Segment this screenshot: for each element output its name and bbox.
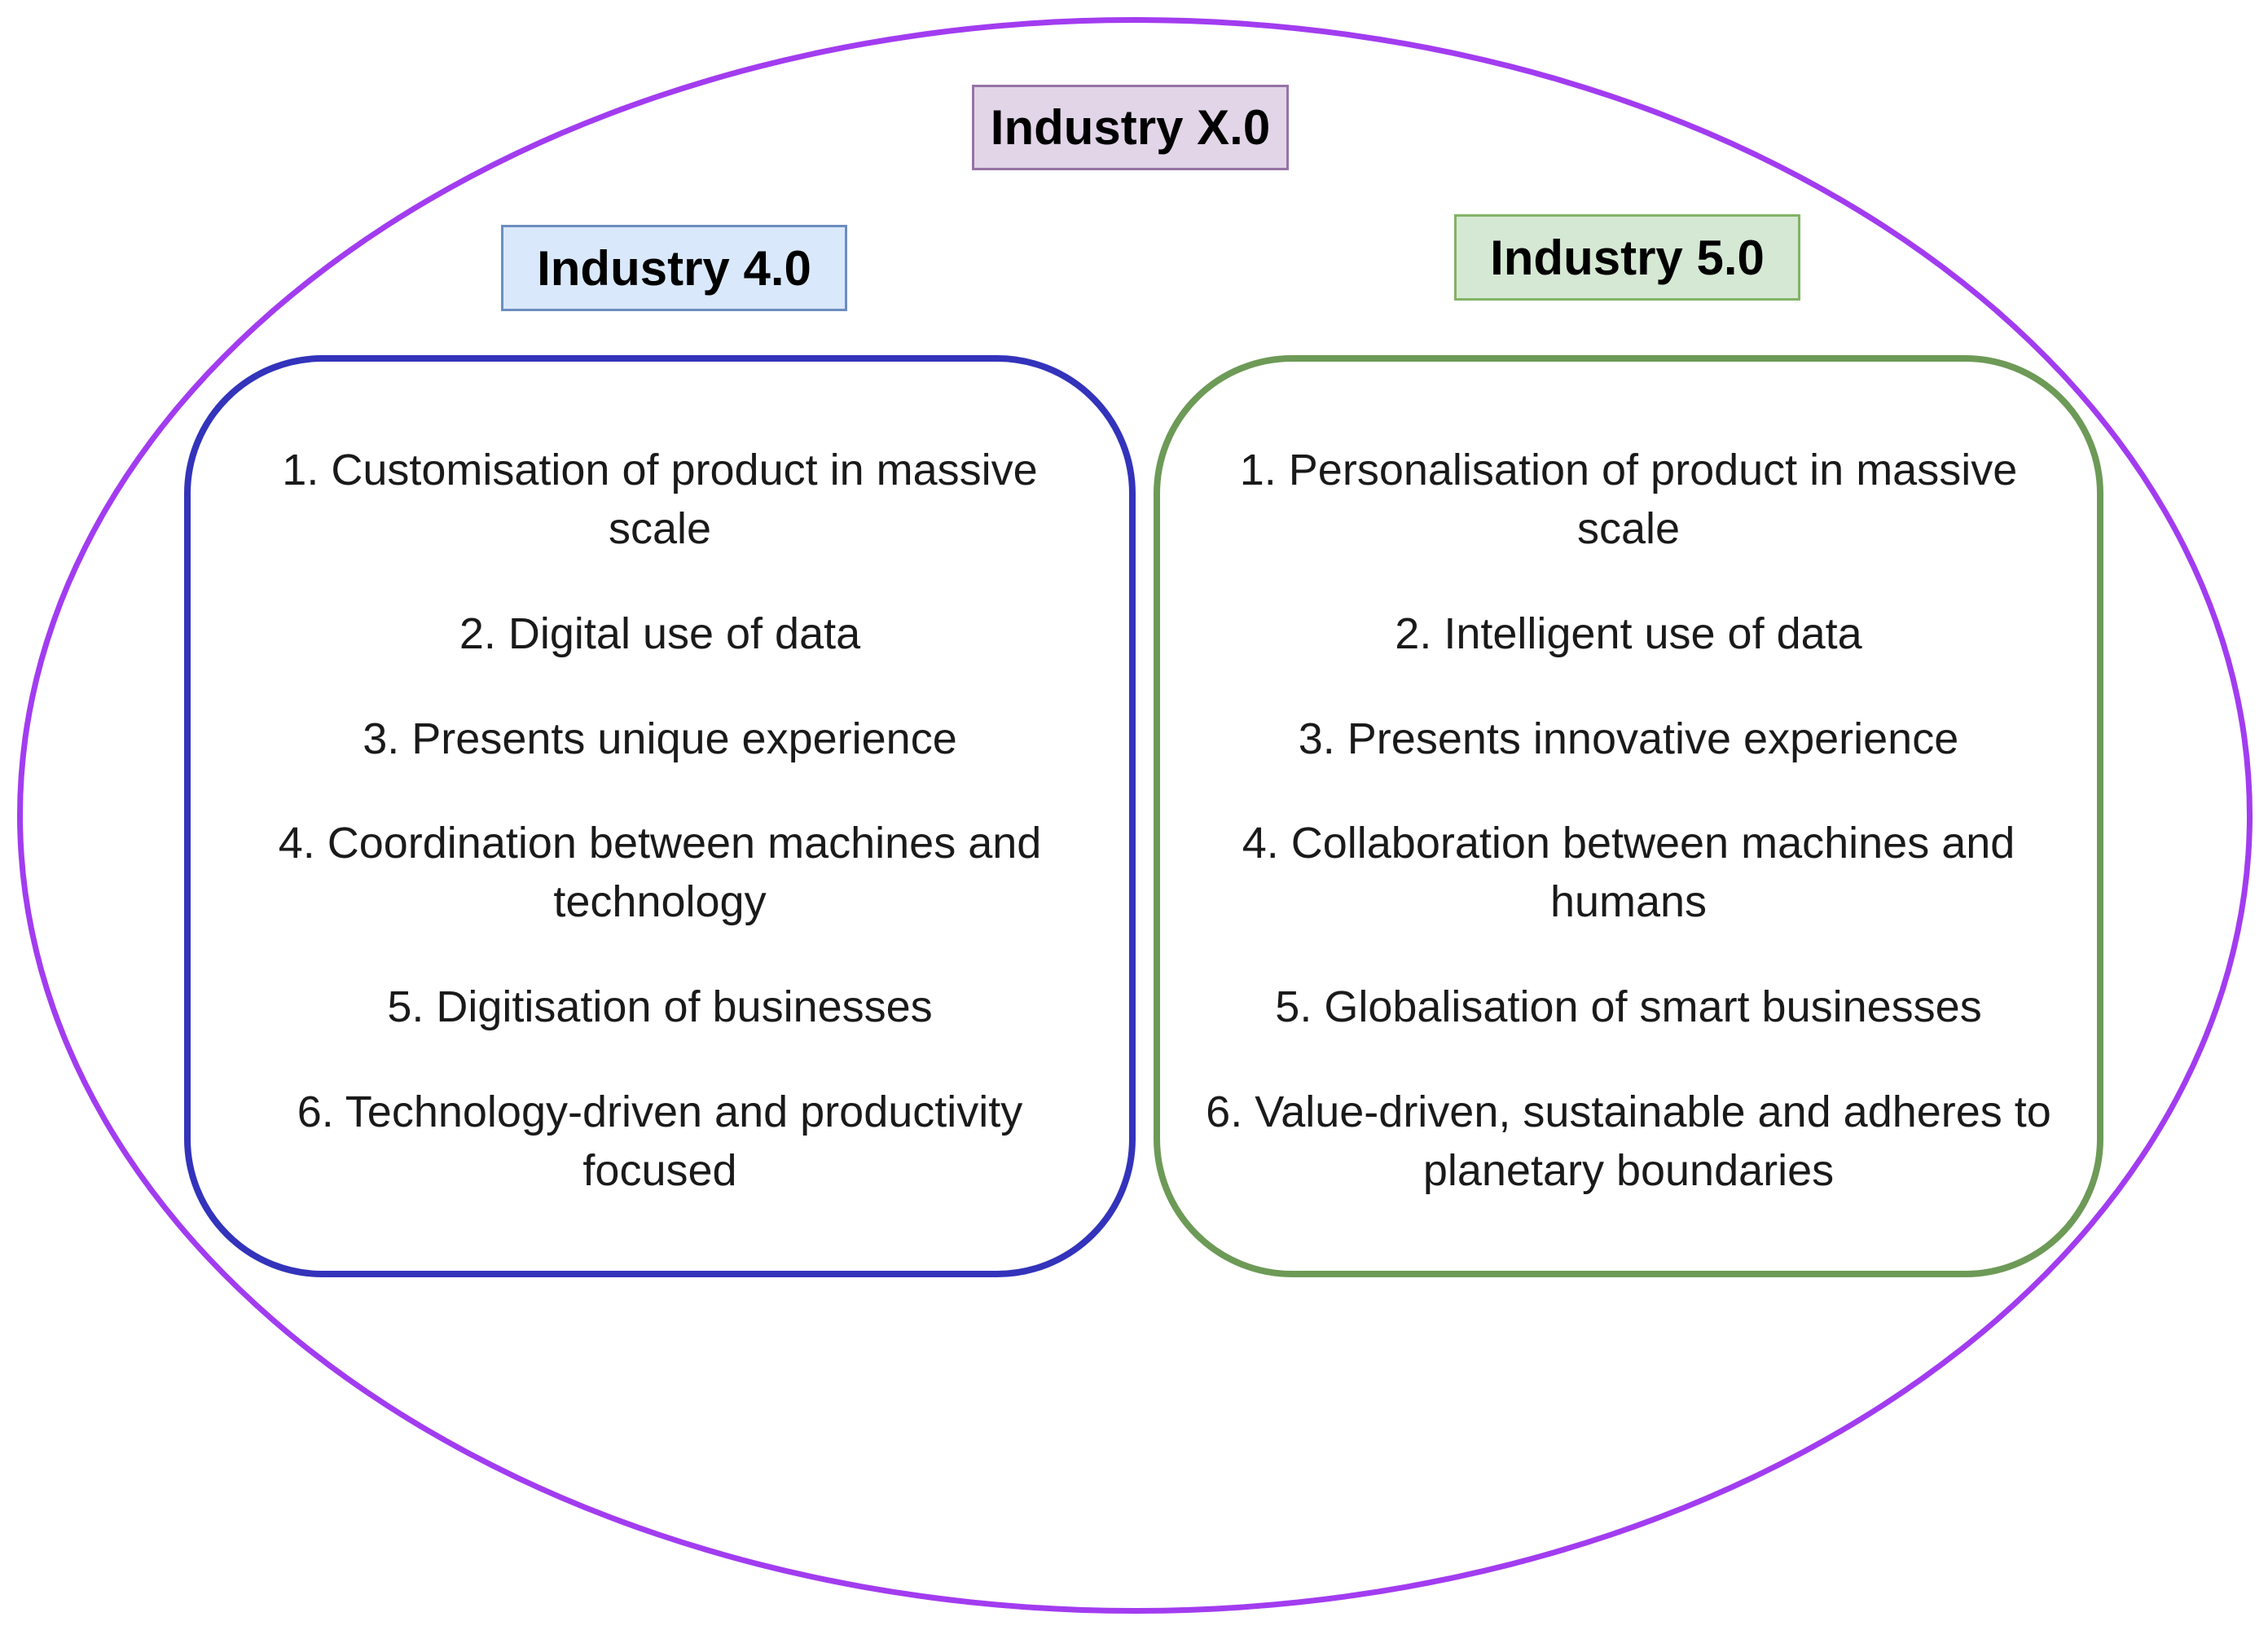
industry-5-panel: 1. Personalisation of product in massive… <box>1154 355 2103 1277</box>
industry-4-item: 2. Digital use of data <box>459 609 861 658</box>
industry-4-item: 1. Customisation of product in massive s… <box>282 445 1038 553</box>
industry-x-title: Industry X.0 <box>972 85 1289 170</box>
industry-4-item: 4. Coordination between machines and tec… <box>278 819 1042 927</box>
industry-5-item: 1. Personalisation of product in massive… <box>1239 445 2018 553</box>
industry-4-title: Industry 4.0 <box>501 225 847 311</box>
industry-5-item: 3. Presents innovative experience <box>1298 714 1959 763</box>
industry-4-item: 5. Digitisation of businesses <box>387 982 933 1032</box>
industry-4-item: 3. Presents unique experience <box>363 714 957 763</box>
industry-5-item: 5. Globalisation of smart businesses <box>1275 982 1982 1032</box>
industry-5-item: 4. Collaboration between machines and hu… <box>1242 819 2015 927</box>
industry-x-ellipse <box>17 17 2253 1614</box>
industry-5-item: 6. Value-driven, sustainable and adheres… <box>1206 1087 2051 1196</box>
industry-4-panel: 1. Customisation of product in massive s… <box>184 355 1136 1277</box>
industry-4-item: 6. Technology-driven and productivity fo… <box>297 1087 1023 1196</box>
industry-5-title: Industry 5.0 <box>1454 214 1800 301</box>
industry-5-item: 2. Intelligent use of data <box>1395 609 1862 658</box>
